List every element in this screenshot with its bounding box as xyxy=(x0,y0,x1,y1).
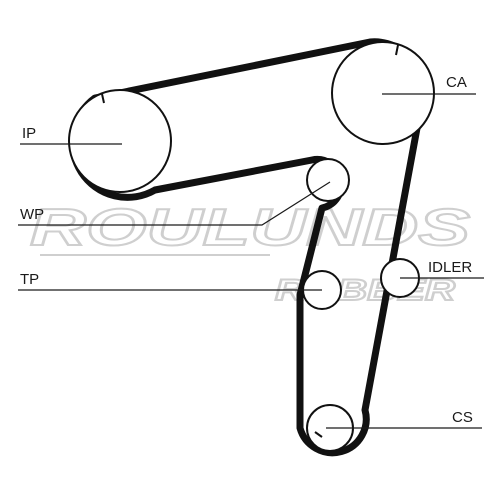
label-idler: IDLER xyxy=(428,259,472,276)
pulley-wp xyxy=(306,158,350,202)
label-ca: CA xyxy=(446,74,467,91)
label-wp: WP xyxy=(20,206,44,223)
label-cs: CS xyxy=(452,409,473,426)
leader-wp xyxy=(18,181,331,226)
pulley-ca xyxy=(331,41,435,145)
label-ip: IP xyxy=(22,125,36,142)
label-tp: TP xyxy=(20,271,39,288)
pulley-ip xyxy=(68,89,172,193)
